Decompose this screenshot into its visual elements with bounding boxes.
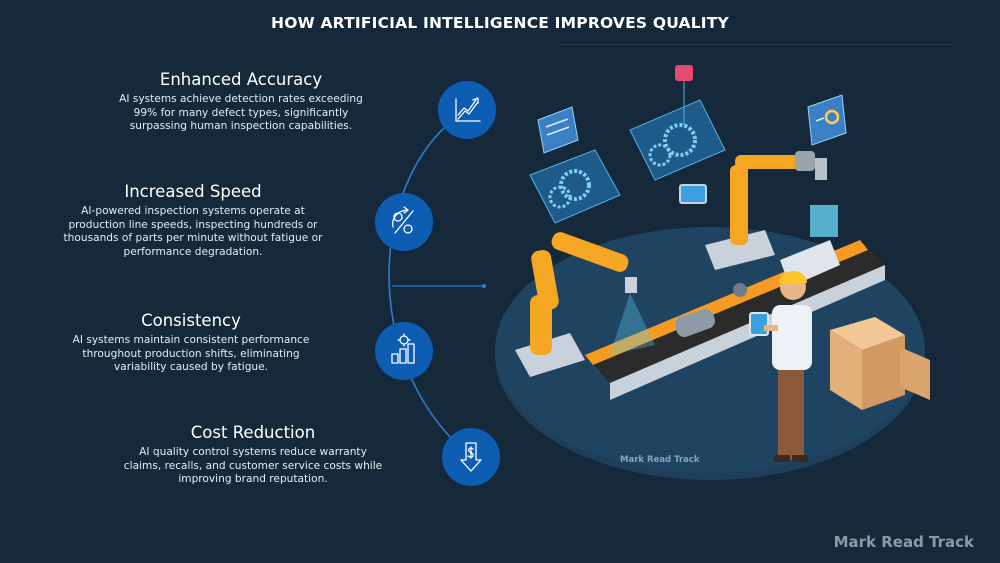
benefit-description: AI quality control systems reduce warran… (123, 446, 383, 486)
robot-arm-front (515, 232, 655, 377)
percent-arrow-icon (375, 193, 433, 251)
gear-panel-center (629, 99, 726, 181)
illustration-watermark: Mark Read Track (620, 455, 700, 465)
benefit-description: AI-powered inspection systems operate at… (63, 205, 323, 258)
chart-growth-icon (438, 81, 496, 139)
benefit-title: Enhanced Accuracy (159, 70, 323, 89)
dollar-down-arrow-icon (442, 428, 500, 486)
camera-device (675, 65, 693, 125)
benefit-description: AI systems maintain consistent performan… (72, 334, 310, 374)
benefit-consistency: Consistency AI systems maintain consiste… (58, 311, 324, 375)
worker-figure (749, 271, 812, 462)
gear-panel-left (529, 149, 621, 224)
benefit-cost-reduction: Cost Reduction AI quality control system… (120, 423, 386, 487)
gear-bars-icon (375, 322, 433, 380)
cardboard-boxes (830, 317, 930, 410)
brand-logo: Mark Read Track (833, 533, 974, 551)
benefit-title: Increased Speed (124, 182, 262, 201)
title-divider (560, 44, 950, 45)
robot-arm-back (679, 151, 827, 270)
benefit-increased-speed: Increased Speed AI-powered inspection sy… (60, 182, 326, 259)
benefit-enhanced-accuracy: Enhanced Accuracy AI systems achieve det… (108, 70, 374, 134)
benefit-title: Cost Reduction (190, 423, 316, 442)
page-title: HOW ARTIFICIAL INTELLIGENCE IMPROVES QUA… (271, 14, 729, 32)
data-panel-small (537, 106, 579, 154)
benefit-description: AI systems achieve detection rates excee… (119, 93, 363, 133)
inspected-part (675, 309, 715, 337)
analytics-panel-right (807, 94, 847, 146)
conveyor-belt (585, 205, 885, 400)
benefit-title: Consistency (141, 311, 241, 330)
factory-illustration (495, 65, 930, 480)
